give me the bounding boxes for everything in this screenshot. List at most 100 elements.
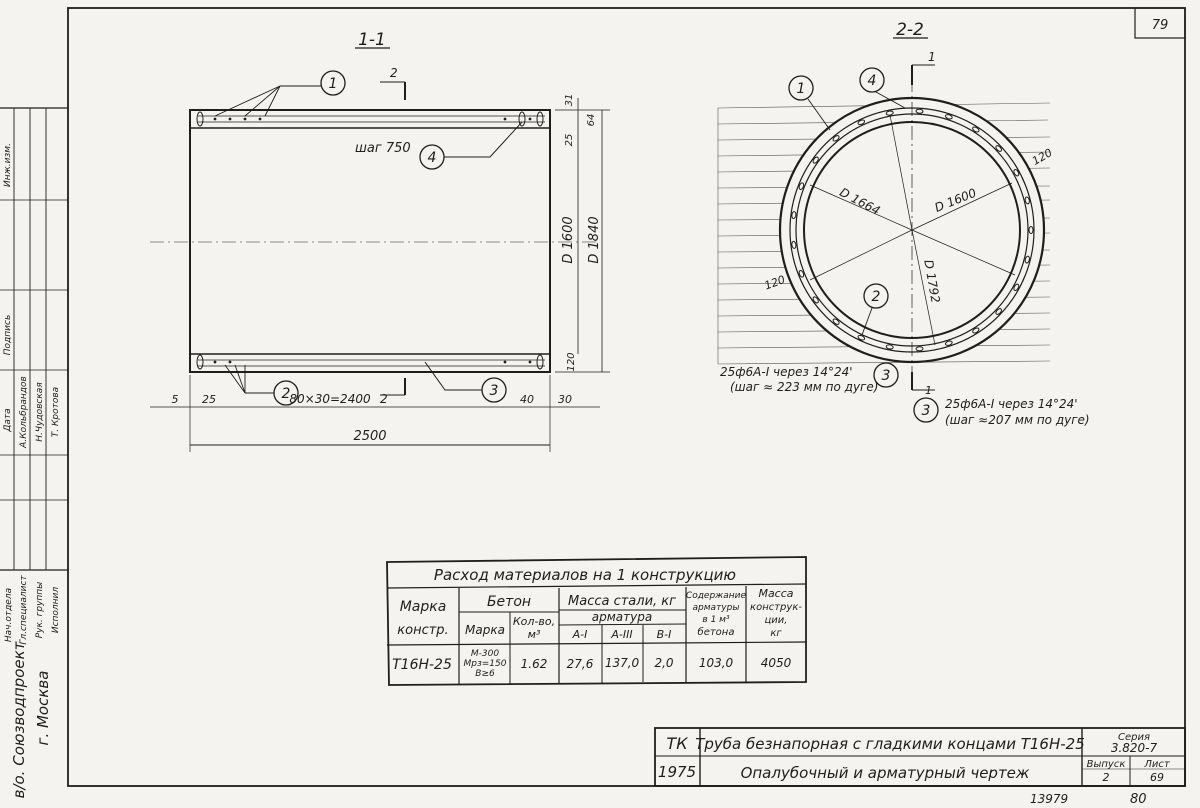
dim-total: 2500 bbox=[353, 429, 386, 444]
hdr-content-1: Содержание bbox=[686, 591, 747, 601]
stamp-role-2: Гл.специалист bbox=[19, 575, 29, 645]
note-bar-3-line1: 25ф6А-I через 14°24' bbox=[945, 397, 1078, 411]
ring-bar-marks bbox=[791, 108, 1034, 352]
section-1-1: 1-1 2 2 1 bbox=[150, 30, 610, 452]
sheet-value: 69 bbox=[1150, 771, 1164, 784]
sheet-frame bbox=[67, 7, 1186, 787]
hdr-concrete: Бетон bbox=[487, 594, 531, 610]
hdr-b1: В-I bbox=[657, 628, 672, 641]
row-b1: 2,0 bbox=[654, 656, 673, 670]
page-number: 79 bbox=[1152, 18, 1169, 33]
dim-bottom-120: 120 bbox=[566, 352, 577, 371]
hdr-mass-3: ции, bbox=[765, 615, 788, 626]
cut-marker-2-bottom: 2 bbox=[380, 392, 388, 406]
hdr-content-2: арматуры bbox=[693, 603, 740, 613]
callout-4-label: 4 bbox=[428, 150, 437, 166]
title-block: ТК 1975 Труба безнапорная с гладкими кон… bbox=[654, 727, 1186, 787]
row-concrete-mark-2: Мрз=150 bbox=[464, 659, 507, 669]
row-mark: Т16Н-25 bbox=[392, 657, 452, 673]
hdr-mass-1: Масса bbox=[758, 587, 793, 600]
hdr-a3: А-III bbox=[610, 628, 632, 641]
cut-marker-1-bottom: 1 bbox=[925, 384, 932, 397]
ring-bar-mark bbox=[972, 327, 980, 334]
row-a3: 137,0 bbox=[605, 656, 640, 670]
stamp-header-1: Инж.изм. bbox=[3, 143, 13, 187]
dim-top-64: 64 bbox=[586, 114, 597, 127]
dim-120-left: 120 bbox=[763, 273, 787, 292]
dim-right-40: 40 bbox=[520, 393, 534, 406]
materials-table: Расход материалов на 1 конструкцию Марка… bbox=[386, 556, 807, 686]
ring-bar-mark bbox=[832, 318, 840, 325]
ring-bar-mark bbox=[1028, 226, 1034, 234]
note-bar-3-line2: (шаг ≈207 мм по дуге) bbox=[945, 413, 1090, 427]
callout-2-2-3: 3 bbox=[882, 368, 891, 384]
section-1-title: 1-1 bbox=[358, 30, 386, 50]
ring-bar-mark bbox=[915, 108, 924, 114]
ring-bar-mark bbox=[832, 135, 840, 142]
ring-bar-mark bbox=[791, 240, 797, 249]
hdr-construct: констр. bbox=[397, 623, 448, 638]
hdr-mass-2: конструк- bbox=[750, 602, 802, 613]
callout-3-label: 3 bbox=[490, 383, 499, 399]
hdr-qty-2: м³ bbox=[528, 628, 541, 641]
ring-bar-mark bbox=[812, 296, 819, 304]
stamp-name-3: Т. Кротова bbox=[51, 387, 61, 437]
stamp-role-1: Нач.отдела bbox=[4, 588, 14, 642]
side-stamp: Инж.изм. Подпись Дата Нач.отдела Гл.спец… bbox=[0, 107, 68, 798]
ring-bar-mark bbox=[995, 308, 1003, 315]
note-bar-2-line2: (шаг ≈ 223 мм по дуге) bbox=[730, 380, 878, 394]
dim-d1840-side: D 1840 bbox=[587, 216, 602, 263]
issue-label: Выпуск bbox=[1087, 759, 1126, 770]
ring-bar-mark bbox=[972, 126, 980, 133]
dim-middle: 80×30=2400 bbox=[289, 392, 371, 406]
ring-bar-mark bbox=[944, 114, 953, 120]
sheet-label: Лист bbox=[1143, 759, 1171, 770]
callout-1-label: 1 bbox=[329, 76, 338, 92]
callout-2-2-4: 4 bbox=[868, 73, 877, 89]
callout-2-label: 2 bbox=[282, 386, 291, 402]
ring-bar-mark bbox=[885, 344, 894, 350]
dim-right-30: 30 bbox=[558, 393, 572, 406]
org-code: ТК bbox=[666, 734, 688, 753]
archive-number: 13979 bbox=[1030, 792, 1068, 806]
ring-bar-mark bbox=[1024, 196, 1030, 205]
ring-bar-mark bbox=[798, 269, 805, 278]
dim-top-25: 25 bbox=[564, 134, 575, 147]
cut-marker-1-top: 1 bbox=[928, 50, 936, 64]
stamp-header-3: Дата bbox=[3, 408, 13, 432]
dim-left-5: 5 bbox=[172, 393, 179, 406]
step-label: шаг 750 bbox=[355, 141, 411, 156]
series-label: Серия bbox=[1118, 732, 1150, 743]
hdr-qty-1: Кол-во, bbox=[513, 615, 555, 628]
row-mass: 4050 bbox=[761, 656, 792, 670]
stamp-org-line1: в/о. Союзводпроект bbox=[10, 640, 28, 798]
ring-bar-mark bbox=[857, 119, 866, 126]
row-qty: 1.62 bbox=[521, 657, 548, 671]
hdr-a1: А-I bbox=[572, 628, 588, 641]
callout-2-2-2: 2 bbox=[872, 289, 881, 305]
row-concrete-mark-3: В≥6 bbox=[475, 669, 495, 679]
dim-d1600-side: D 1600 bbox=[561, 216, 576, 263]
row-content: 103,0 bbox=[699, 656, 734, 670]
ring-bar-mark bbox=[857, 334, 866, 341]
stamp-role-4: Исполнил bbox=[51, 587, 61, 634]
hdr-mark: Марка bbox=[400, 599, 447, 615]
ring-bar-mark bbox=[791, 211, 797, 220]
section-2-title: 2-2 bbox=[896, 20, 924, 40]
drawing-title: Труба безнапорная с гладкими концами Т16… bbox=[695, 735, 1085, 753]
issue-value: 2 bbox=[1103, 771, 1110, 784]
stamp-name-2: Н.Чудовская bbox=[35, 382, 45, 442]
stamp-header-2: Подпись bbox=[3, 315, 13, 355]
table-title: Расход материалов на 1 конструкцию bbox=[434, 566, 736, 584]
ring-bar-mark bbox=[1013, 168, 1020, 177]
archive-page: 80 bbox=[1130, 792, 1147, 807]
ring-bar-mark bbox=[798, 182, 805, 191]
ring-bar-mark bbox=[944, 340, 953, 346]
row-concrete-mark-1: М-300 bbox=[471, 649, 499, 659]
series-value: 3.820-7 bbox=[1111, 741, 1158, 755]
section-2-2: 2-2 1 1 bbox=[717, 20, 1090, 427]
stamp-name-1: А.Кольбрандов bbox=[19, 376, 29, 449]
dim-left-25: 25 bbox=[202, 393, 216, 406]
cut-marker-2-top: 2 bbox=[390, 66, 398, 80]
callout-2-2-3b: 3 bbox=[922, 403, 931, 419]
